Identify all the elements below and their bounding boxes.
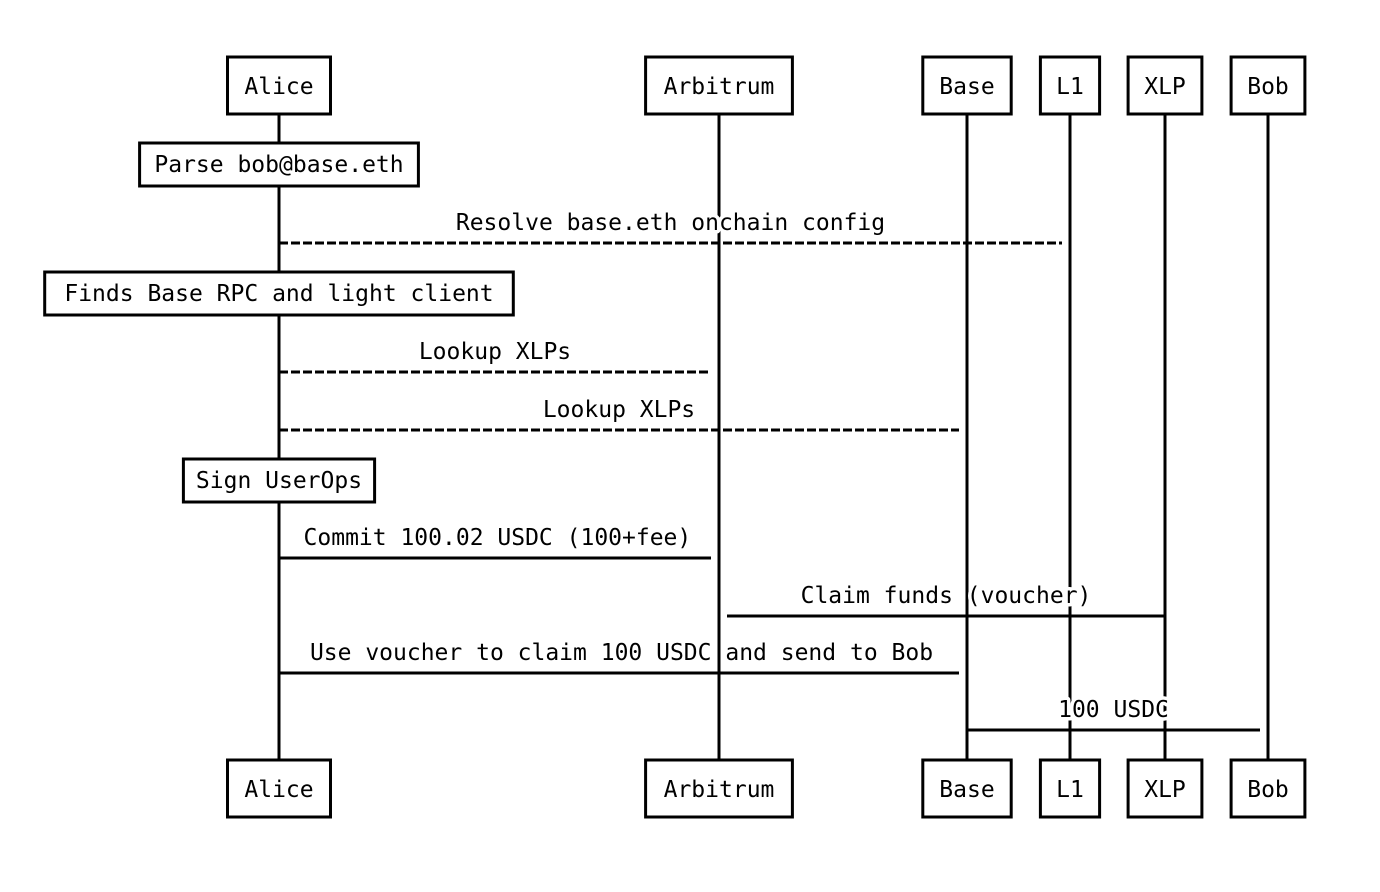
participant-arbitrum-top: Arbitrum bbox=[644, 55, 794, 116]
participant-box bbox=[1038, 758, 1102, 819]
message: Lookup XLPs bbox=[279, 336, 711, 374]
participant-label: XLP bbox=[1144, 74, 1186, 100]
message: Use voucher to claim 100 USDC and send t… bbox=[279, 637, 959, 675]
message: Lookup XLPs bbox=[279, 394, 959, 432]
note-label: Finds Base RPC and light client bbox=[64, 281, 493, 307]
participant-label: Bob bbox=[1247, 777, 1289, 803]
message-label: Claim funds (voucher) bbox=[801, 583, 1092, 609]
participant-label: Alice bbox=[244, 777, 313, 803]
participant-label: L1 bbox=[1056, 777, 1084, 803]
participant-box bbox=[226, 55, 332, 116]
note: Parse bob@base.eth bbox=[138, 141, 420, 188]
participant-box bbox=[1126, 55, 1204, 116]
participant-base-bottom: Base bbox=[921, 758, 1013, 819]
participant-box bbox=[644, 55, 794, 116]
participant-label: L1 bbox=[1056, 74, 1084, 100]
message: 100 USDC bbox=[967, 694, 1260, 732]
participant-bob-top: Bob bbox=[1229, 55, 1307, 116]
message-label: Commit 100.02 USDC (100+fee) bbox=[304, 525, 692, 551]
participant-label: Base bbox=[939, 777, 994, 803]
message: Claim funds (voucher) bbox=[727, 580, 1165, 618]
participant-box bbox=[226, 758, 332, 819]
message-label: Use voucher to claim 100 USDC and send t… bbox=[310, 640, 933, 666]
participant-l1-bottom: L1 bbox=[1038, 758, 1102, 819]
note: Finds Base RPC and light client bbox=[43, 270, 515, 317]
participant-box bbox=[1126, 758, 1204, 819]
participant-label: Alice bbox=[244, 74, 313, 100]
participant-alice-top: Alice bbox=[226, 55, 332, 116]
note-box bbox=[138, 141, 420, 188]
participant-xlp-top: XLP bbox=[1126, 55, 1204, 116]
participant-base-top: Base bbox=[921, 55, 1013, 116]
participant-label: XLP bbox=[1144, 777, 1186, 803]
message-label: Lookup XLPs bbox=[419, 339, 571, 365]
participant-bob-bottom: Bob bbox=[1229, 758, 1307, 819]
participant-label: Base bbox=[939, 74, 994, 100]
participant-alice-bottom: Alice bbox=[226, 758, 332, 819]
participant-box bbox=[1229, 55, 1307, 116]
note: Sign UserOps bbox=[181, 457, 377, 504]
note-box bbox=[43, 270, 515, 317]
participant-box bbox=[644, 758, 794, 819]
message: Commit 100.02 USDC (100+fee) bbox=[279, 522, 711, 560]
participant-box bbox=[1038, 55, 1102, 116]
participant-label: Arbitrum bbox=[664, 74, 775, 100]
participant-arbitrum-bottom: Arbitrum bbox=[644, 758, 794, 819]
participant-l1-top: L1 bbox=[1038, 55, 1102, 116]
message: Resolve base.eth onchain config bbox=[279, 207, 1062, 245]
note-box bbox=[181, 457, 377, 504]
message-label: Resolve base.eth onchain config bbox=[456, 210, 885, 236]
note-label: Sign UserOps bbox=[196, 468, 362, 494]
participant-label: Bob bbox=[1247, 74, 1289, 100]
participant-box bbox=[921, 758, 1013, 819]
participant-xlp-bottom: XLP bbox=[1126, 758, 1204, 819]
message-label: 100 USDC bbox=[1058, 697, 1169, 723]
participant-label: Arbitrum bbox=[664, 777, 775, 803]
participant-box bbox=[921, 55, 1013, 116]
participant-box bbox=[1229, 758, 1307, 819]
note-label: Parse bob@base.eth bbox=[154, 152, 403, 178]
message-label: Lookup XLPs bbox=[543, 397, 695, 423]
